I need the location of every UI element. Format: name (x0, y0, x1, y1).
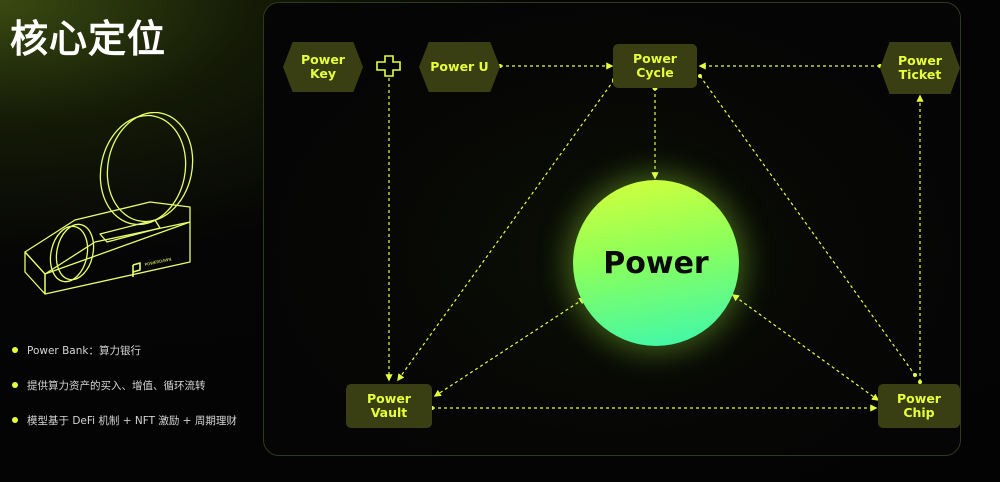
feature-list: Power Bank：算力银行 提供算力资产的买入、增值、循环流转 模型基于 D… (12, 340, 237, 445)
node-power-chip: Power Chip (878, 384, 960, 428)
device-large-disc (106, 112, 194, 223)
node-power-cycle: Power Cycle (613, 44, 697, 88)
device-base-side (44, 221, 191, 295)
list-item: 模型基于 DeFi 机制 + NFT 激励 + 周期理财 (12, 410, 237, 430)
device-logo-icon (132, 262, 141, 277)
bullet-text: 模型基于 DeFi 机制 + NFT 激励 + 周期理财 (27, 414, 237, 427)
page-title: 核心定位 (10, 17, 167, 61)
bullet-dot (12, 382, 18, 388)
list-item: Power Bank：算力银行 (12, 340, 237, 360)
list-item: 提供算力资产的买入、增值、循环流转 (12, 375, 237, 395)
bullet-text: 提供算力资产的买入、增值、循环流转 (27, 379, 206, 392)
bullet-text: Power Bank：算力银行 (27, 344, 141, 357)
line-chip-center (731, 294, 880, 401)
device-base-top (24, 201, 191, 275)
center-power-circle: Power (573, 180, 739, 346)
node-power-key: Power Key (283, 42, 363, 92)
device-brand-text: POWERDAWN (144, 256, 172, 267)
node-power-u: Power U (419, 42, 500, 92)
node-power-ticket: Power Ticket (880, 42, 960, 94)
line-vault-center (433, 297, 587, 397)
line-cycle-chip (699, 75, 916, 376)
device-small-disc (55, 223, 95, 281)
bullet-dot (12, 417, 18, 423)
plus-icon (376, 55, 401, 77)
node-power-vault: Power Vault (346, 384, 432, 428)
bullet-dot (12, 347, 18, 353)
device-illustration: POWERDAWN (24, 112, 194, 295)
